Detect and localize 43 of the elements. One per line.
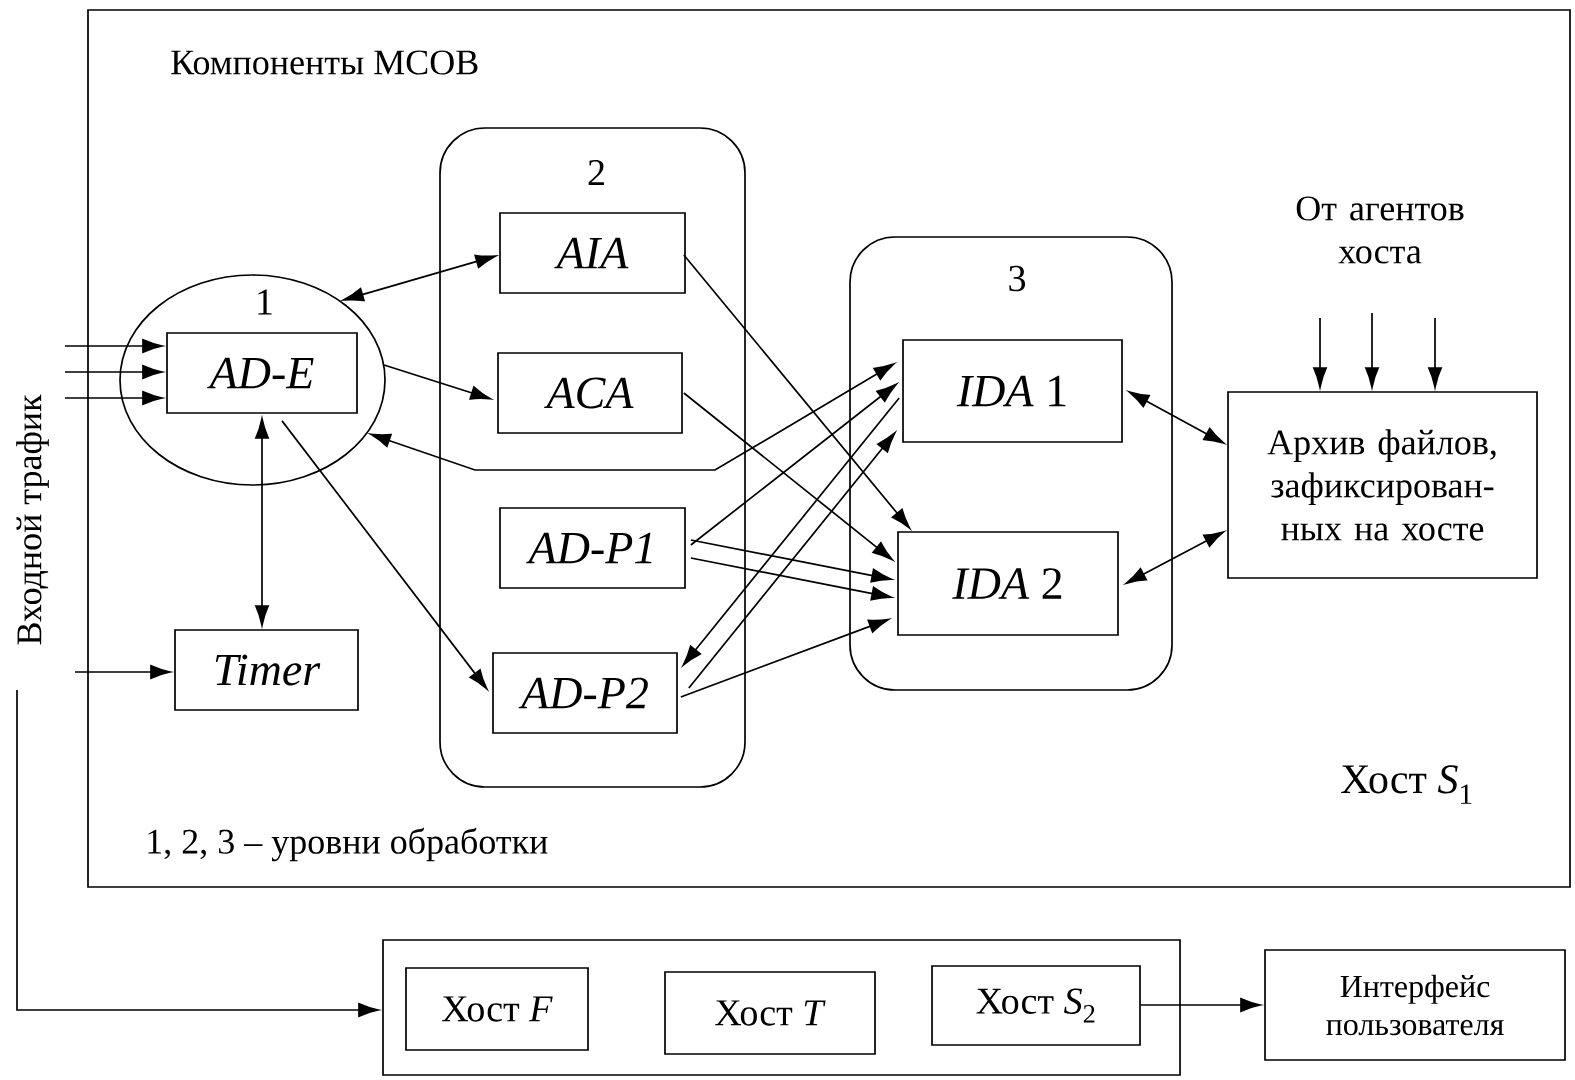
- interface-box: Интерфейс пользователя: [1264, 949, 1566, 1061]
- arrow: [1140, 998, 1261, 1012]
- process-box: ACA: [497, 352, 683, 434]
- note-text: 1, 2, 3 – уровни обработки: [148, 827, 548, 862]
- process-box: AD-P1: [499, 507, 686, 589]
- process-box: Хост F: [405, 967, 589, 1051]
- arrow: [370, 363, 895, 471]
- process-box: Хост S$_{2}$: [931, 965, 1141, 1046]
- process-box: AD-P2: [492, 652, 678, 734]
- input-text: Входной трафик: [16, 394, 49, 645]
- arrow: [16, 689, 379, 1017]
- arrow: [683, 392, 893, 561]
- timer-box: Timer: [174, 629, 359, 711]
- frame-heading: Компоненты МСОВ: [171, 50, 478, 75]
- arrow: [343, 254, 496, 302]
- arrow: [1365, 312, 1379, 388]
- arrow: [690, 383, 897, 546]
- arrow: [1313, 317, 1327, 388]
- arrow: [255, 418, 269, 626]
- arrow: [74, 665, 171, 679]
- arrow: [64, 365, 163, 379]
- process-box: IDA 1: [902, 339, 1123, 443]
- arrow: [281, 420, 488, 690]
- agent-box: AD-E: [166, 332, 358, 414]
- archive-box: Архив файлов, зафиксирован- ных на хосте: [1227, 391, 1538, 579]
- process-box: IDA 2: [897, 531, 1119, 636]
- arrow: [690, 539, 892, 583]
- process-box: Хост T: [664, 971, 876, 1055]
- arrow: [688, 432, 896, 689]
- group-box: [382, 939, 1181, 1076]
- arrow: [680, 618, 890, 698]
- arrow: [64, 391, 163, 405]
- host-label: Хост S$_{1}$: [1341, 765, 1472, 804]
- arrow: [1428, 317, 1442, 388]
- arrow: [682, 397, 900, 666]
- arrow: [1125, 531, 1225, 584]
- source-text: От агентов хоста: [1296, 196, 1464, 264]
- arrow: [1128, 391, 1225, 444]
- arrow: [383, 364, 492, 400]
- process-box: AIA: [499, 212, 686, 294]
- arrow: [64, 339, 163, 353]
- arrow: [690, 557, 892, 601]
- arrow: [683, 254, 911, 529]
